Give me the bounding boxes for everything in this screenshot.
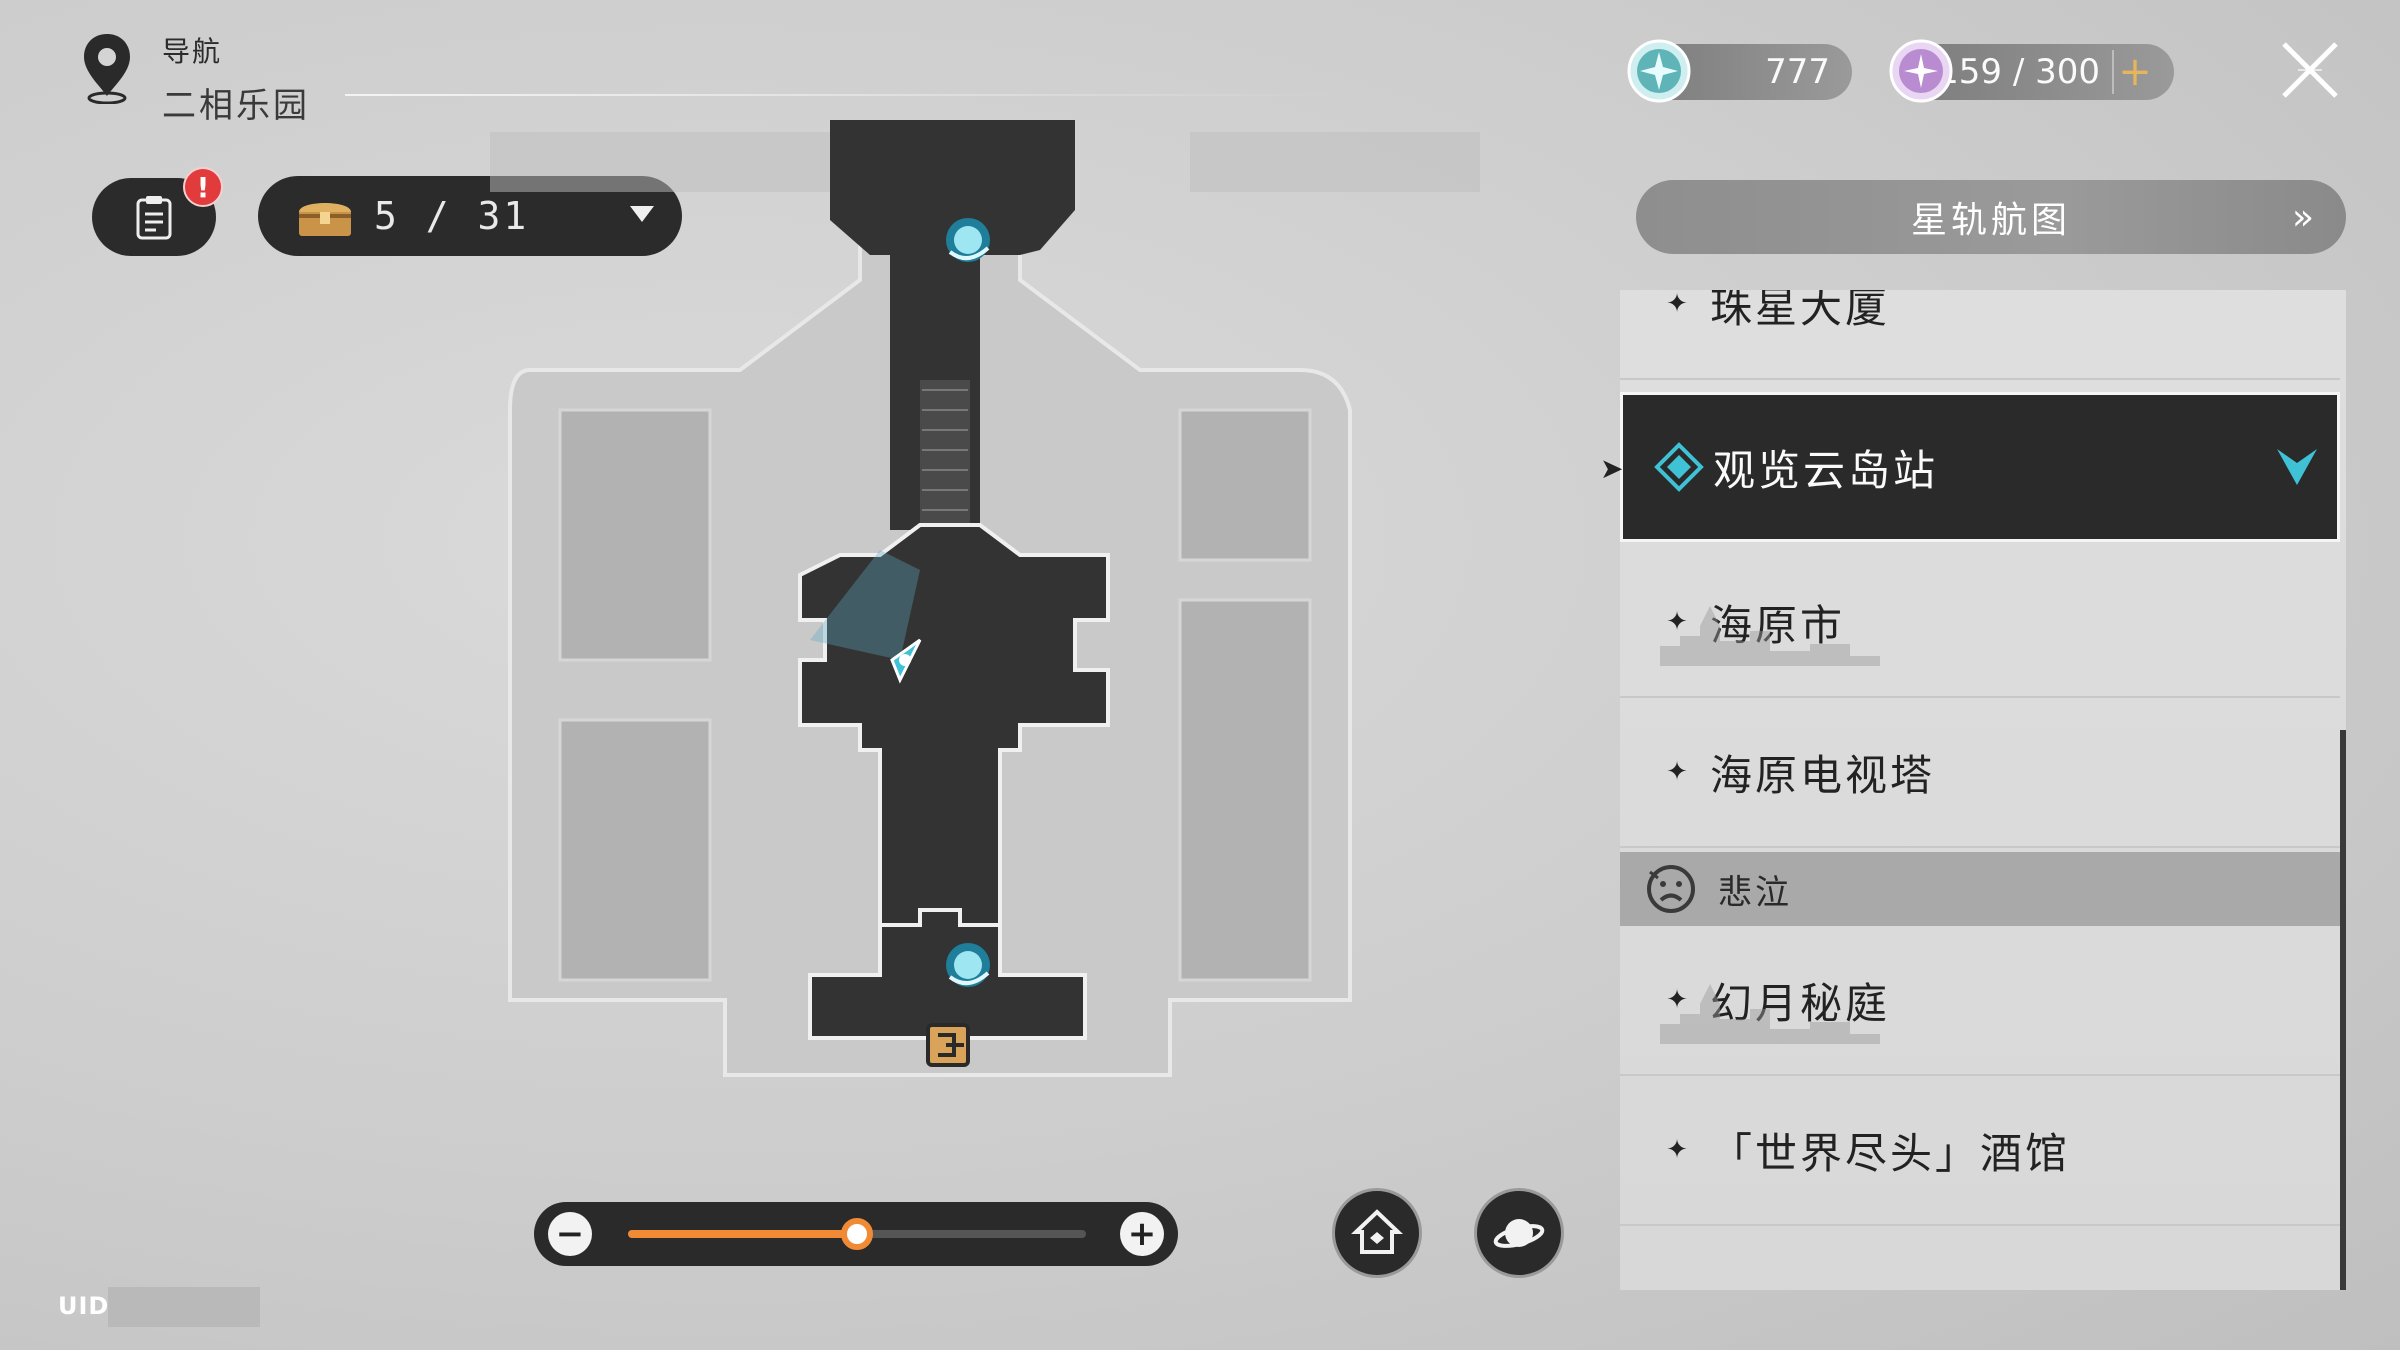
header-divider bbox=[345, 94, 1345, 96]
home-icon bbox=[1351, 1209, 1403, 1254]
star-bullet-icon: ✦ bbox=[1666, 985, 1688, 1015]
stellar-jade-icon bbox=[1627, 39, 1691, 103]
trailblaze-power-icon bbox=[1889, 39, 1953, 103]
location-item[interactable]: ✦ 「世界尽头」酒馆 bbox=[1620, 1076, 2340, 1226]
location-label: 观览云岛站 bbox=[1713, 445, 1939, 495]
location-label: 「世界尽头」酒馆 bbox=[1710, 1128, 2071, 1178]
space-anchor-icon bbox=[1654, 442, 1704, 492]
treasure-chest-icon bbox=[299, 203, 351, 236]
map-canvas[interactable] bbox=[480, 120, 1600, 1100]
group-label: 悲泣 bbox=[1718, 872, 1792, 913]
trailblaze-power-counter: 159 / 300 + bbox=[1889, 39, 2174, 103]
stellar-jade-value: 777 bbox=[1765, 52, 1830, 92]
location-list[interactable]: ✦ 珠星大厦 观览云岛站 ✦ 海原市 ✦ 海原电视塔 bbox=[1620, 290, 2346, 1290]
star-bullet-icon: ✦ bbox=[1666, 757, 1688, 787]
home-button[interactable] bbox=[1332, 1188, 1422, 1278]
planet-switch-button[interactable] bbox=[1474, 1188, 1564, 1278]
teleport-anchor-icon[interactable] bbox=[946, 218, 990, 262]
zoom-control: − + bbox=[534, 1202, 1178, 1266]
list-scrollbar[interactable] bbox=[2340, 730, 2346, 1290]
close-icon[interactable] bbox=[2276, 36, 2344, 104]
teleport-anchor-icon[interactable] bbox=[946, 943, 990, 987]
sad-face-icon bbox=[1647, 865, 1695, 913]
skyline-decoration-icon bbox=[1660, 606, 1880, 666]
star-rail-map-button[interactable]: 星轨航图 » bbox=[1636, 180, 2346, 254]
location-label: 海原市 bbox=[1710, 600, 1846, 650]
location-item[interactable]: ✦ 珠星大厦 bbox=[1620, 290, 2340, 380]
trailblaze-power-value: 159 / 300 bbox=[1937, 52, 2100, 92]
player-position-icon bbox=[890, 638, 922, 684]
alert-badge: ! bbox=[183, 167, 223, 207]
map-pin-icon bbox=[84, 34, 130, 104]
location-item[interactable]: ✦ 海原市 bbox=[1620, 548, 2340, 698]
star-bullet-icon: ✦ bbox=[1666, 290, 1688, 319]
zoom-in-button[interactable]: + bbox=[1120, 1212, 1164, 1256]
map-drawing bbox=[490, 120, 1480, 1077]
current-location: 二相乐园 bbox=[162, 86, 310, 126]
skyline-decoration-icon bbox=[1660, 984, 1880, 1044]
double-chevron-right-icon: » bbox=[2291, 197, 2318, 238]
planet-icon bbox=[1493, 1219, 1545, 1248]
chevron-down-icon bbox=[2277, 449, 2317, 485]
zoom-slider[interactable] bbox=[628, 1218, 1086, 1250]
location-item[interactable]: ✦ 海原电视塔 bbox=[1620, 698, 2340, 848]
chest-count: 5 / 31 bbox=[374, 194, 530, 238]
stellar-jade-counter: 777 bbox=[1627, 39, 1852, 103]
region-group-header: 悲泣 bbox=[1620, 852, 2340, 926]
location-label: 珠星大厦 bbox=[1710, 290, 1891, 332]
zoom-slider-fill bbox=[628, 1230, 857, 1238]
location-label: 海原电视塔 bbox=[1710, 750, 1936, 800]
clipboard-icon bbox=[136, 196, 172, 240]
star-map-label: 星轨航图 bbox=[1910, 200, 2071, 241]
nav-title: 导航 bbox=[162, 35, 223, 68]
star-bullet-icon: ✦ bbox=[1666, 607, 1688, 637]
selection-pointer-icon: ➤ bbox=[1600, 452, 1624, 485]
zoom-slider-thumb[interactable] bbox=[841, 1218, 873, 1250]
dropdown-arrow-icon[interactable] bbox=[630, 206, 654, 222]
navigation-header: 导航 二相乐园 bbox=[78, 30, 310, 127]
location-label: 幻月秘庭 bbox=[1710, 978, 1891, 1028]
star-bullet-icon: ✦ bbox=[1666, 1135, 1688, 1165]
exit-icon[interactable] bbox=[926, 1023, 970, 1067]
location-item[interactable]: ✦ 幻月秘庭 bbox=[1620, 926, 2340, 1076]
add-power-button[interactable]: + bbox=[2112, 49, 2156, 95]
uid-redacted bbox=[108, 1287, 260, 1327]
location-item-selected[interactable]: 观览云岛站 bbox=[1620, 392, 2340, 542]
zoom-out-button[interactable]: − bbox=[548, 1212, 592, 1256]
